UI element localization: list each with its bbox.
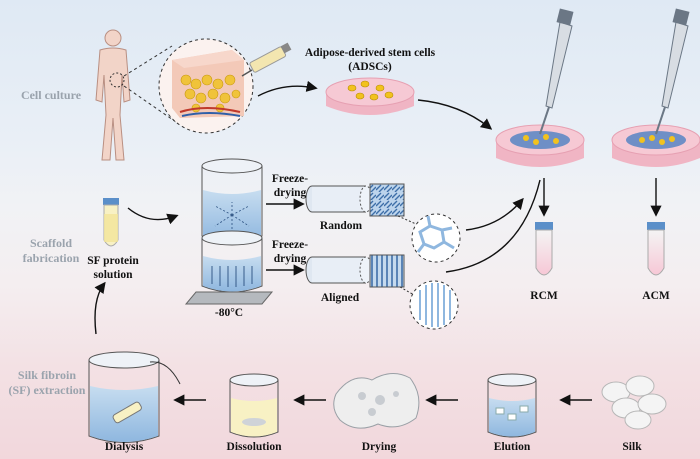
rcm-culture-dish-icon bbox=[495, 124, 585, 167]
sf-protein-solution-label: SF protein solution bbox=[87, 255, 139, 281]
silk-label: Silk bbox=[622, 441, 642, 453]
aligned-scaffold-icon bbox=[305, 254, 459, 330]
sf-solution-tube-icon bbox=[103, 198, 119, 247]
aligned-label: Aligned bbox=[320, 292, 360, 304]
drying-label: Drying bbox=[361, 441, 397, 453]
adscs-label: Adipose-derived stem cells (ADSCs) bbox=[304, 47, 436, 73]
pipette-icon bbox=[539, 8, 574, 135]
rcm-tube-icon bbox=[535, 222, 553, 276]
syringe-icon bbox=[241, 42, 292, 77]
dialysis-label: Dialysis bbox=[104, 441, 144, 453]
section-label-sf-extraction: Silk fibroin (SF) extraction bbox=[8, 368, 86, 397]
acm-culture-dish-icon bbox=[611, 124, 700, 167]
freeze-drying-label-top: Freeze-drying bbox=[271, 173, 309, 199]
dissolution-label: Dissolution bbox=[226, 441, 282, 453]
pipette-icon bbox=[655, 8, 690, 135]
acm-label: ACM bbox=[642, 290, 670, 302]
freeze-drying-label-bottom: Freeze-drying bbox=[271, 239, 309, 265]
drying-silk-sheet-icon bbox=[333, 373, 420, 429]
human-body-icon bbox=[95, 29, 131, 161]
adipose-tissue-icon bbox=[158, 38, 254, 134]
elution-beaker-icon bbox=[487, 373, 537, 438]
random-scaffold-icon bbox=[305, 183, 461, 263]
silk-cocoons-icon bbox=[601, 375, 667, 430]
section-label-cell-culture: Cell culture bbox=[20, 88, 82, 102]
dissolution-beaker-icon bbox=[229, 373, 279, 438]
freezing-beaker-icon bbox=[201, 158, 263, 243]
random-label: Random bbox=[319, 220, 363, 232]
temperature-label: -80°C bbox=[214, 307, 244, 319]
directional-freezing-beaker-icon bbox=[184, 230, 274, 305]
elution-label: Elution bbox=[493, 441, 531, 453]
acm-tube-icon bbox=[647, 222, 665, 276]
dialysis-beaker-icon bbox=[88, 351, 181, 443]
section-label-scaffold-fabrication: Scaffold fabrication bbox=[22, 236, 80, 265]
adsc-petri-dish-icon bbox=[325, 77, 415, 115]
rcm-label: RCM bbox=[530, 290, 558, 302]
